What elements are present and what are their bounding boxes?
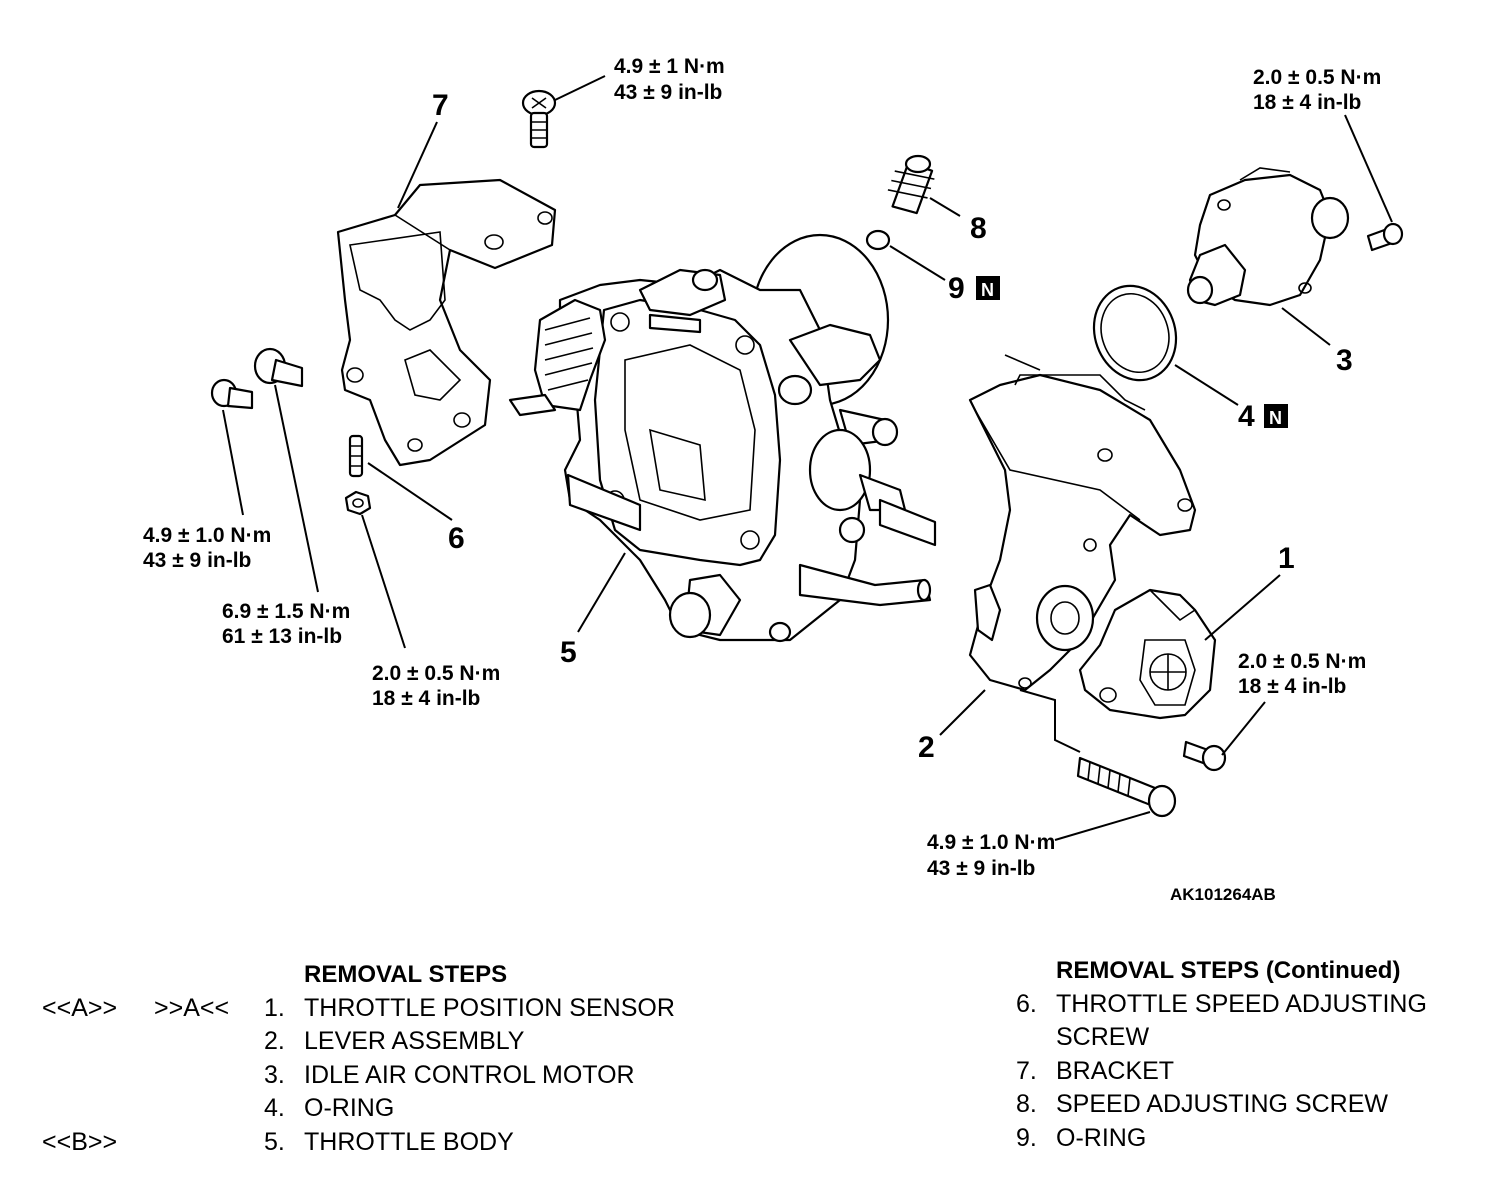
left-bolt-part [210,378,254,410]
step-row: <<A>> >>A<< 1. THROTTLE POSITION SENSOR [42,992,762,1026]
removal-steps-heading-row: REMOVAL STEPS [42,958,762,992]
callout-6: 6 [448,522,465,555]
top-screw-part [521,89,557,149]
callout-4: 4 [1238,400,1255,433]
step-label: LEVER ASSEMBLY [304,1027,525,1055]
nut-part [344,490,372,516]
callout-5: 5 [560,636,577,669]
callout-8: 8 [970,212,987,245]
new-part-badge-4: N [1264,404,1288,428]
torque-lever-bolt-inlb: 43 ± 9 in-lb [927,857,1035,880]
torque-tps-screw-inlb: 18 ± 4 in-lb [1238,675,1346,698]
step-row: 2. LEVER ASSEMBLY [42,1025,762,1059]
step-label: BRACKET [1056,1056,1175,1085]
o-ring-9-part [865,229,891,251]
step-label: SCREW [1056,1023,1150,1051]
step-row: 7. BRACKET [1014,1055,1494,1089]
step-number: 4. [264,1094,285,1122]
step-number: 7. [1016,1056,1037,1085]
step-number: 2. [264,1027,285,1055]
step-label: THROTTLE SPEED ADJUSTING [1056,989,1427,1018]
step-ref-reassembly: >>A<< [154,993,230,1022]
new-part-mark: N [981,280,994,300]
removal-steps-continued-heading-row: REMOVAL STEPS (Continued) [1014,954,1494,988]
step-row: 6. THROTTLE SPEED ADJUSTING [1014,988,1494,1022]
step-ref-disassembly: <<B>> [42,1127,118,1156]
leader-lines [222,75,1393,841]
torque-iac-screw-nm: 2.0 ± 0.5 N·m [1253,66,1381,89]
new-part-badge-9: N [976,276,1000,300]
o-ring-4-part [1092,284,1178,382]
torque-top-screw-nm: 4.9 ± 1 N·m [614,55,725,78]
callout-9: 9 [948,272,965,305]
step-label: O-RING [1056,1123,1147,1152]
torque-iac-screw-inlb: 18 ± 4 in-lb [1253,91,1361,114]
step-row: 3. IDLE AIR CONTROL MOTOR [42,1059,762,1093]
bracket-part [336,178,557,467]
torque-bracket-bolt-nm: 6.9 ± 1.5 N·m [222,600,350,623]
step-number: 1. [264,993,285,1022]
lever-bolt-part [1076,756,1177,818]
torque-tps-screw-nm: 2.0 ± 0.5 N·m [1238,650,1366,673]
adjusting-stud-part [348,434,364,478]
iac-screw-part [1366,222,1404,252]
step-row: 9. O-RING [1014,1122,1494,1156]
step-label: THROTTLE BODY [304,1127,514,1156]
torque-bracket-bolt-inlb: 61 ± 13 in-lb [222,625,342,648]
bracket-bolt-part [253,347,304,388]
figure-code: AK101264AB [1170,885,1276,904]
torque-lever-bolt-nm: 4.9 ± 1.0 N·m [927,831,1055,854]
step-row: 4. O-RING [42,1092,762,1126]
step-row: 8. SPEED ADJUSTING SCREW [1014,1088,1494,1122]
step-label: THROTTLE POSITION SENSOR [304,993,675,1022]
callout-2: 2 [918,731,935,764]
removal-steps-continued-heading: REMOVAL STEPS (Continued) [1056,957,1401,984]
callout-1: 1 [1278,542,1295,575]
step-number: 3. [264,1060,285,1089]
new-part-mark: N [1269,408,1282,428]
callout-3: 3 [1336,344,1353,377]
step-row: SCREW [1014,1021,1494,1055]
torque-nut-inlb: 18 ± 4 in-lb [372,687,480,710]
torque-nut-nm: 2.0 ± 0.5 N·m [372,662,500,685]
throttle-body-part [508,233,937,643]
step-label: SPEED ADJUSTING SCREW [1056,1090,1388,1118]
step-number: 9. [1016,1123,1037,1152]
step-number: 6. [1016,989,1037,1018]
removal-steps-continued: REMOVAL STEPS (Continued) 6. THROTTLE SP… [1014,954,1494,1155]
iac-motor-part [1186,167,1350,307]
step-label: O-RING [304,1094,395,1122]
step-label: IDLE AIR CONTROL MOTOR [304,1060,635,1089]
torque-top-screw-inlb: 43 ± 9 in-lb [614,81,722,104]
removal-steps-heading: REMOVAL STEPS [304,961,508,988]
tps-screw-part [1182,740,1227,772]
step-ref-disassembly: <<A>> [42,993,118,1022]
torque-left-bolt-nm: 4.9 ± 1.0 N·m [143,524,271,547]
exploded-diagram: 7 8 9 N 3 4 N 6 1 5 2 4.9 ± 1 N·m 43 ± 9… [143,55,1404,904]
torque-left-bolt-inlb: 43 ± 9 in-lb [143,549,251,572]
step-number: 5. [264,1127,285,1156]
step-number: 8. [1016,1090,1037,1118]
speed-adjusting-screw-part [887,154,935,215]
removal-steps: REMOVAL STEPS <<A>> >>A<< 1. THROTTLE PO… [42,958,762,1159]
callout-7: 7 [432,89,449,122]
step-row: <<B>> 5. THROTTLE BODY [42,1126,762,1160]
tps-part [1078,588,1217,720]
lever-assembly-part [968,354,1197,692]
